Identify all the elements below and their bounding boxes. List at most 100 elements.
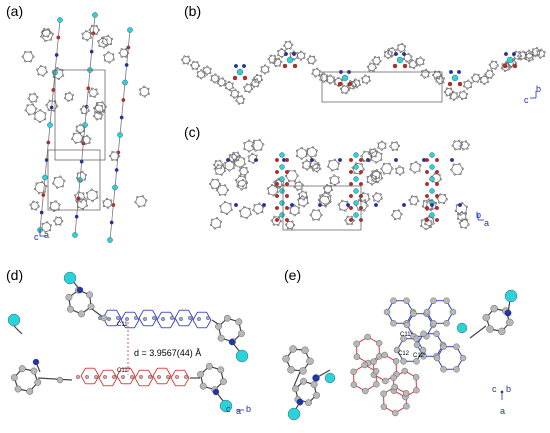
bond <box>114 169 118 188</box>
atom <box>210 75 213 78</box>
atom <box>422 58 425 61</box>
atom <box>316 67 319 70</box>
atom <box>237 91 240 94</box>
atom <box>218 193 221 196</box>
atom <box>291 220 294 223</box>
atom <box>239 173 243 176</box>
atom <box>85 191 89 194</box>
atom <box>337 162 340 165</box>
atom <box>305 159 308 162</box>
atom <box>415 195 418 198</box>
atom <box>48 99 51 102</box>
atom <box>311 72 314 75</box>
atom <box>71 94 74 97</box>
atom <box>378 176 381 179</box>
atom <box>106 43 109 46</box>
atom <box>333 158 336 161</box>
atom <box>260 148 263 151</box>
atom <box>337 76 340 80</box>
atom <box>347 81 353 87</box>
atom <box>327 196 330 199</box>
atom <box>434 77 437 80</box>
atom <box>36 201 39 204</box>
atom <box>112 53 115 56</box>
atom <box>235 349 249 363</box>
atom <box>211 178 214 181</box>
atom <box>75 176 79 180</box>
atom <box>200 69 203 72</box>
atom <box>96 196 99 199</box>
atom <box>297 193 301 196</box>
unit-cell <box>54 69 106 161</box>
atom <box>43 118 47 121</box>
atom <box>415 58 418 61</box>
atom <box>105 197 109 200</box>
bond <box>87 69 91 89</box>
atom <box>531 58 534 61</box>
atom <box>422 200 426 203</box>
atom <box>292 385 299 393</box>
atom <box>402 202 407 207</box>
atom <box>76 200 79 204</box>
atom <box>29 203 32 206</box>
atom <box>432 217 435 220</box>
atom <box>353 152 359 158</box>
atom <box>147 92 150 95</box>
atom <box>178 317 183 322</box>
atom <box>39 109 42 112</box>
atom <box>372 195 375 198</box>
atom <box>289 52 292 55</box>
atom <box>289 345 297 353</box>
atom <box>300 146 303 150</box>
atom <box>56 186 59 189</box>
bond <box>112 187 116 206</box>
atom <box>329 74 332 77</box>
atom <box>284 223 288 226</box>
atom <box>37 192 41 195</box>
atom <box>121 98 126 102</box>
atom <box>230 90 233 93</box>
atom <box>30 207 33 210</box>
atom <box>215 172 218 175</box>
atom <box>319 74 322 77</box>
atom <box>251 78 254 81</box>
atom <box>430 220 433 223</box>
atom <box>379 60 382 63</box>
atom <box>266 187 270 190</box>
atom <box>443 297 450 304</box>
atom <box>214 160 218 163</box>
atom <box>368 69 371 72</box>
atom <box>200 77 203 80</box>
atom <box>89 94 92 97</box>
bond <box>80 375 86 384</box>
atom <box>38 120 41 124</box>
atom <box>500 67 504 70</box>
atom <box>528 52 531 55</box>
axis-label-b-b: b <box>536 84 542 94</box>
atom <box>53 176 56 180</box>
atom <box>289 206 292 210</box>
atom <box>285 169 290 174</box>
atom <box>372 368 380 375</box>
atom <box>102 46 106 49</box>
atom <box>424 68 428 71</box>
atom <box>460 210 463 214</box>
atom <box>197 64 201 67</box>
unit-cell <box>47 149 101 211</box>
atom <box>24 50 27 54</box>
atom <box>351 166 354 169</box>
atom <box>330 188 333 192</box>
atom <box>41 180 44 184</box>
atom <box>388 162 391 165</box>
atom <box>528 57 531 60</box>
atom <box>380 390 387 397</box>
bond <box>170 370 176 379</box>
atom <box>462 148 465 151</box>
atom <box>221 163 224 166</box>
atom <box>301 166 305 169</box>
atom <box>262 202 267 207</box>
bond <box>188 310 194 319</box>
atom <box>54 200 57 203</box>
atom <box>465 93 469 96</box>
atom <box>202 67 205 70</box>
